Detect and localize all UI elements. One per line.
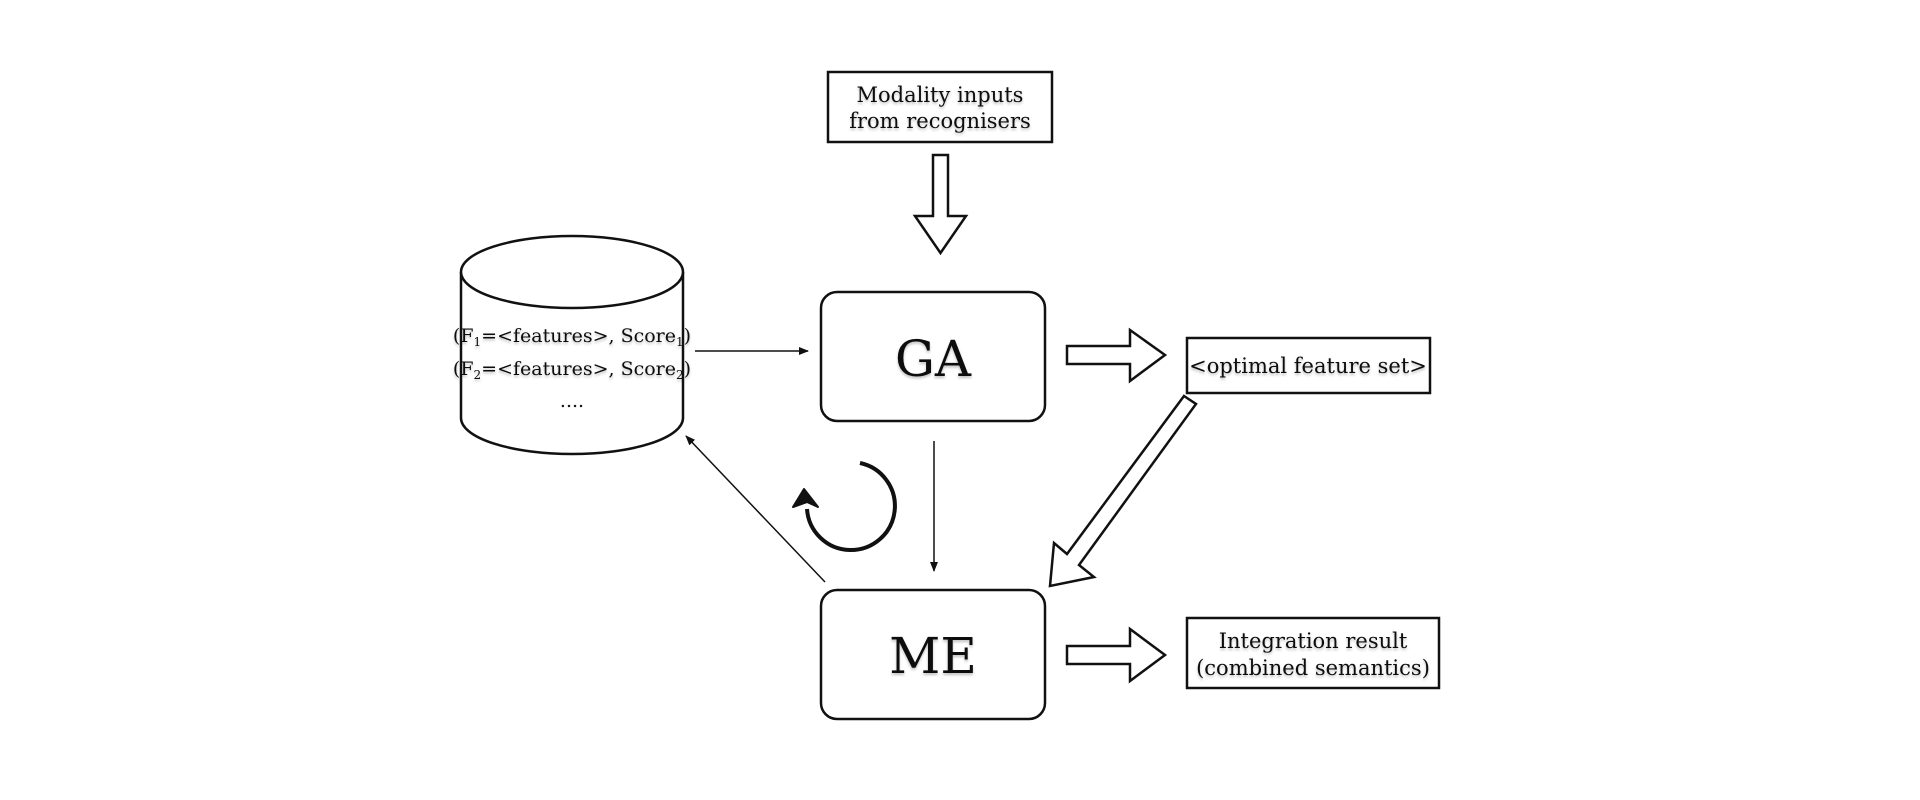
me-box: ME — [819, 588, 1047, 721]
ga-to-optimal-block-arrow — [1065, 327, 1168, 384]
integration-result-line2: (combined semantics) — [1196, 656, 1430, 680]
inputs-to-ga-block-arrow — [912, 153, 969, 256]
ga-label: GA — [895, 330, 972, 388]
integration-result-line1: Integration result — [1219, 629, 1408, 653]
modality-inputs-line2: from recognisers — [849, 109, 1031, 133]
me-to-result-block-arrow — [1065, 626, 1168, 684]
modality-inputs-box: Modality inputs from recognisers — [826, 70, 1054, 144]
me-to-database-arrow — [685, 435, 826, 583]
optimal-to-me-block-arrow — [1048, 394, 1198, 588]
modality-inputs-line1: Modality inputs — [857, 83, 1024, 107]
integration-result-box: Integration result (combined semantics) — [1185, 616, 1441, 690]
database-cylinder: (F1=<features>, Score1) (F2=<features>, … — [453, 234, 691, 456]
loop-cycle-icon — [792, 461, 897, 553]
me-label: ME — [889, 627, 977, 685]
optimal-feature-set-label: <optimal feature set> — [1189, 354, 1427, 378]
optimal-feature-set-box: <optimal feature set> — [1185, 336, 1432, 395]
ga-box: GA — [819, 290, 1047, 423]
database-ellipsis: .... — [560, 390, 584, 412]
database-row-2: (F2=<features>, Score2) — [453, 358, 691, 382]
database-row-1: (F1=<features>, Score1) — [453, 325, 691, 349]
